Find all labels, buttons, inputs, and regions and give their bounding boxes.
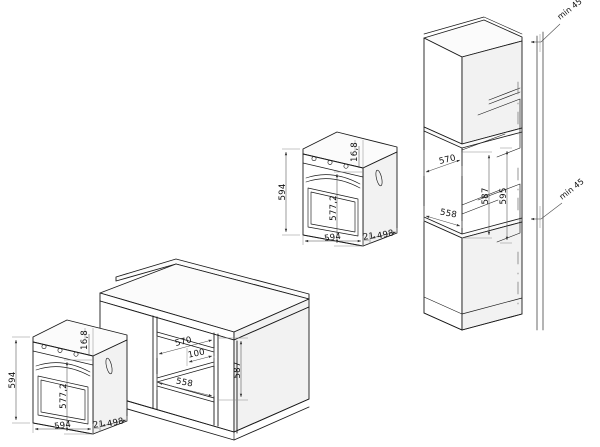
oven-upper-door-handle[interactable] <box>305 174 361 185</box>
tall-cabinet-lower-left-face <box>423 220 463 331</box>
oven-upper-glass-inner <box>310 191 356 233</box>
dim-label-570-tall: 570 <box>438 153 457 167</box>
dim-label-577-2: 577,2 <box>329 195 339 221</box>
dim-tall-opening-height: 587 <box>462 151 492 239</box>
tall-cabinet-niche-back-top <box>461 133 506 151</box>
oven-lower-door-handle-under <box>35 366 91 377</box>
oven-upper-knob-2[interactable] <box>327 159 333 165</box>
dim-label-594-upper-width: 594 <box>324 232 342 244</box>
tall-cabinet-top-rim <box>423 16 523 35</box>
dim-oven-upper-width: 594 <box>302 232 364 246</box>
dim-label-595: 595 <box>499 187 509 204</box>
dim-label-21: 21 <box>362 231 375 242</box>
dim-oven-lower-height: 594 <box>8 336 30 424</box>
dim-oven-upper-height: 594 <box>278 148 300 236</box>
dim-tall-inner-depth: 558 <box>423 206 463 228</box>
tall-cabinet-upper-left-face <box>423 37 463 145</box>
dim-base-opening-height: 587 <box>218 337 248 401</box>
dim-label-570-base: 570 <box>174 335 193 349</box>
dim-oven-upper-depth: 498 <box>369 228 398 244</box>
oven-lower-side-handle[interactable] <box>105 357 114 375</box>
tall-cabinet-niche-inner-line-2 <box>461 199 499 215</box>
oven-lower-glass-inner <box>40 379 86 421</box>
dim-label-min45-bottom: min 45 <box>557 176 586 201</box>
tall-cabinet-niche-inner-line <box>461 189 501 206</box>
view-base-cabinet <box>99 258 310 441</box>
tall-cabinet-upper-bracket <box>477 98 521 158</box>
dim-oven-upper-body-height: 577,2 <box>329 171 363 247</box>
view-tall-cabinet <box>423 16 544 331</box>
dim-label-587-tall: 587 <box>481 187 491 204</box>
dim-label-21-lower: 21 <box>92 419 105 430</box>
dim-label-577-2-lower: 577,2 <box>59 383 69 409</box>
tall-cabinet-upper-right-face <box>461 40 523 145</box>
dim-label-587-base: 587 <box>233 361 243 378</box>
dim-label-100: 100 <box>187 347 206 360</box>
dim-label-min45-top: min 45 <box>555 0 584 22</box>
dim-base-plinth: 100 <box>186 347 215 366</box>
oven-lower-knob-1[interactable] <box>41 344 47 350</box>
oven-lower-control-panel-line <box>32 350 94 366</box>
tall-cabinet-inner-edge-a <box>488 87 521 101</box>
tall-cabinet-lower-bracket <box>477 183 521 243</box>
oven-upper-side-handle[interactable] <box>375 169 384 187</box>
tall-cabinet-bottom-edge <box>423 312 523 331</box>
dim-label-16-8: 16,8 <box>350 142 360 162</box>
base-niche-shelf-front <box>156 361 215 379</box>
dim-tall-opening-width: 570 <box>423 150 463 176</box>
dim-tall-overall-height: 595 <box>499 147 512 244</box>
dim-label-558-base: 558 <box>175 377 194 390</box>
dim-tall-vent-bottom: min 45 <box>530 176 586 228</box>
oven-lower-knob-3[interactable] <box>73 351 79 357</box>
dim-label-498-lower: 498 <box>106 416 125 429</box>
dim-label-498: 498 <box>376 228 395 241</box>
oven-upper-knob-3[interactable] <box>343 163 349 169</box>
dim-base-inner-depth: 558 <box>156 374 215 397</box>
oven-lower-door-handle[interactable] <box>35 362 91 373</box>
oven-upper-control-panel-line <box>302 162 364 178</box>
dim-oven-upper-panel-thickness: 16,8 <box>350 140 364 168</box>
tall-cabinet-plinth-line <box>423 296 523 315</box>
oven-lower-glass-panel <box>37 375 89 425</box>
dim-tall-vent-top: min 45 <box>530 0 584 52</box>
dim-oven-lower-width: 594 <box>32 420 94 434</box>
dim-oven-lower-panel-thickness: 16,8 <box>80 328 94 356</box>
dim-label-16-8-lower: 16,8 <box>80 330 90 350</box>
dim-label-594-lower-height: 594 <box>8 371 18 388</box>
dim-base-opening-width: 570 <box>156 335 215 358</box>
dim-label-594-lower-width: 594 <box>54 420 72 432</box>
dim-oven-lower-depth: 498 <box>99 416 128 432</box>
dim-label-594-upper-height: 594 <box>278 183 288 200</box>
dim-oven-lower-body-height: 577,2 <box>59 359 93 435</box>
oven-upper-glass-panel <box>307 187 359 237</box>
tall-cabinet-inner-edge-b <box>488 91 521 105</box>
oven-lower-knob-2[interactable] <box>57 347 63 353</box>
view-oven-upper <box>302 131 398 247</box>
base-niche-shelf-front-2 <box>156 365 215 383</box>
dim-label-558-tall: 558 <box>439 208 458 221</box>
oven-upper-knob-1[interactable] <box>311 156 317 162</box>
oven-upper-door-handle-under <box>305 178 361 189</box>
